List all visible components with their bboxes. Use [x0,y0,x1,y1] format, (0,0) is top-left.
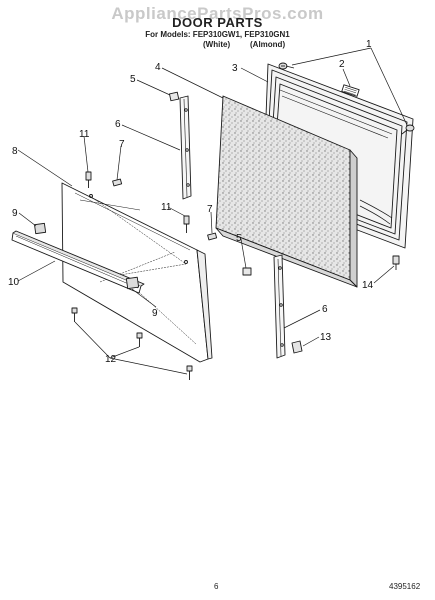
door-screw-12-c [186,365,193,380]
hinge-clip-upper [169,91,180,102]
insulation-block [215,95,358,288]
model-numbers: For Models: FEP310GW1, FEP310GN1 [145,30,290,39]
callout-9-left: 9 [12,208,18,219]
callout-12: 12 [105,354,117,365]
outer-door-panel [61,182,213,363]
callout-7-upper: 7 [119,139,125,150]
watermark: AppliancePartsPros.com [111,4,324,23]
hinge-clip-13 [291,340,303,354]
color-almond-label: (Almond) [250,40,286,49]
hinge-channel-upper [179,95,192,200]
hinge-channel-lower [273,254,286,359]
handle-cap-left [34,222,47,235]
callout-9-right: 9 [152,308,158,319]
callout-6-lower: 6 [322,304,328,315]
document-number: 4395162 [389,582,421,591]
callout-10: 10 [8,277,20,288]
door-screw-11-middle [183,215,190,233]
gasket-screw-top [278,62,295,70]
hinge-clip-lower [242,267,252,276]
callout-7-middle: 7 [207,204,213,215]
gasket-screw-right [401,124,415,135]
callout-11-middle: 11 [161,202,172,213]
door-handle [11,230,145,294]
callout-14: 14 [362,280,374,291]
callout-13: 13 [320,332,332,343]
leader-lines [17,47,408,375]
door-screw-11-left [85,171,92,188]
door-screw-12-b [136,332,143,347]
handle-cap-right [125,276,140,290]
diagram-title: DOOR PARTS [172,15,263,30]
page-number: 6 [214,582,219,591]
callout-5-upper: 5 [130,74,136,85]
door-screw-7-left [112,178,123,187]
callout-6-upper: 6 [115,119,121,130]
door-screw-7-middle [207,232,218,241]
callout-5-lower: 5 [236,233,242,244]
door-label [341,84,360,97]
callout-1: 1 [366,39,372,50]
callout-11-upper: 11 [79,129,90,140]
callout-8: 8 [12,146,18,157]
gasket-screw-14 [392,255,400,270]
door-screw-12-a [71,307,78,322]
callout-labels: 1 2 3 4 5 6 7 8 9 10 11 12 13 14 11 7 5 … [8,39,374,365]
callout-2: 2 [339,59,345,70]
color-white-label: (White) [203,40,231,49]
callout-3: 3 [232,63,238,74]
callout-4: 4 [155,62,161,73]
